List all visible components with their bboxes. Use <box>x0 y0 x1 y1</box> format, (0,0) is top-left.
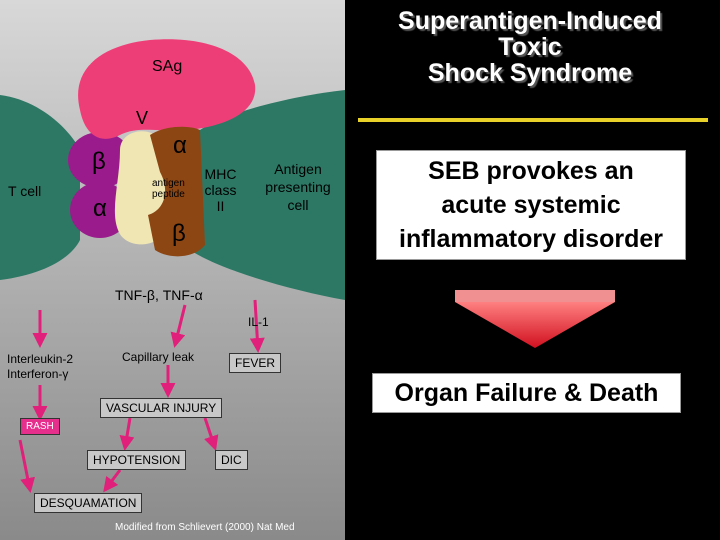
arrow-hypotension-desquamation <box>103 469 122 493</box>
tcr-alpha-label: α <box>93 195 107 222</box>
slide-title: Superantigen-Induced Toxic Shock Syndrom… <box>398 7 662 87</box>
hypotension-box: HYPOTENSION <box>87 450 187 470</box>
fever-box: FEVER <box>229 353 282 373</box>
tcr-beta-shape <box>68 132 132 188</box>
arrow-vascular-hypotension <box>119 417 135 451</box>
tcr-alpha-shape <box>70 182 130 238</box>
arrow-il1-fever <box>249 299 265 353</box>
mhc-alpha-label: α <box>173 132 187 159</box>
capillary-leak-label: Capillary leak <box>122 350 195 364</box>
v-label: V <box>136 108 149 128</box>
organ-failure-box: Organ Failure & Death <box>372 373 681 413</box>
t-cell-label: T cell <box>8 183 42 199</box>
mhc-beta-label: β <box>172 220 186 247</box>
apc-shape <box>190 90 345 300</box>
seb-statement-box: SEB provokes an acute systemic inflammat… <box>376 150 686 260</box>
sag-label: SAg <box>152 58 183 75</box>
tnf-label: TNF-β, TNF-α <box>115 287 203 303</box>
t-cell-shape <box>0 95 80 280</box>
desquamation-box: DESQUAMATION <box>34 493 143 513</box>
sag-shape <box>78 39 256 139</box>
arrow-rash-desquamation <box>18 439 36 493</box>
down-arrow-icon <box>455 290 615 348</box>
diagram-shapes <box>0 39 345 493</box>
title-underline <box>358 118 708 122</box>
arrow-vascular-dic <box>203 417 219 451</box>
rash-box: RASH <box>20 418 60 435</box>
dic-box: DIC <box>215 450 248 470</box>
arrow-tnf-capillary <box>170 304 187 348</box>
citation: Modified from Schlievert (2000) Nat Med <box>115 522 295 533</box>
vascular-injury-box: VASCULAR INJURY <box>100 398 223 418</box>
tcr-beta-label: β <box>92 148 106 175</box>
il1-label: IL-1 <box>248 315 269 329</box>
mhc-shape <box>148 126 205 257</box>
